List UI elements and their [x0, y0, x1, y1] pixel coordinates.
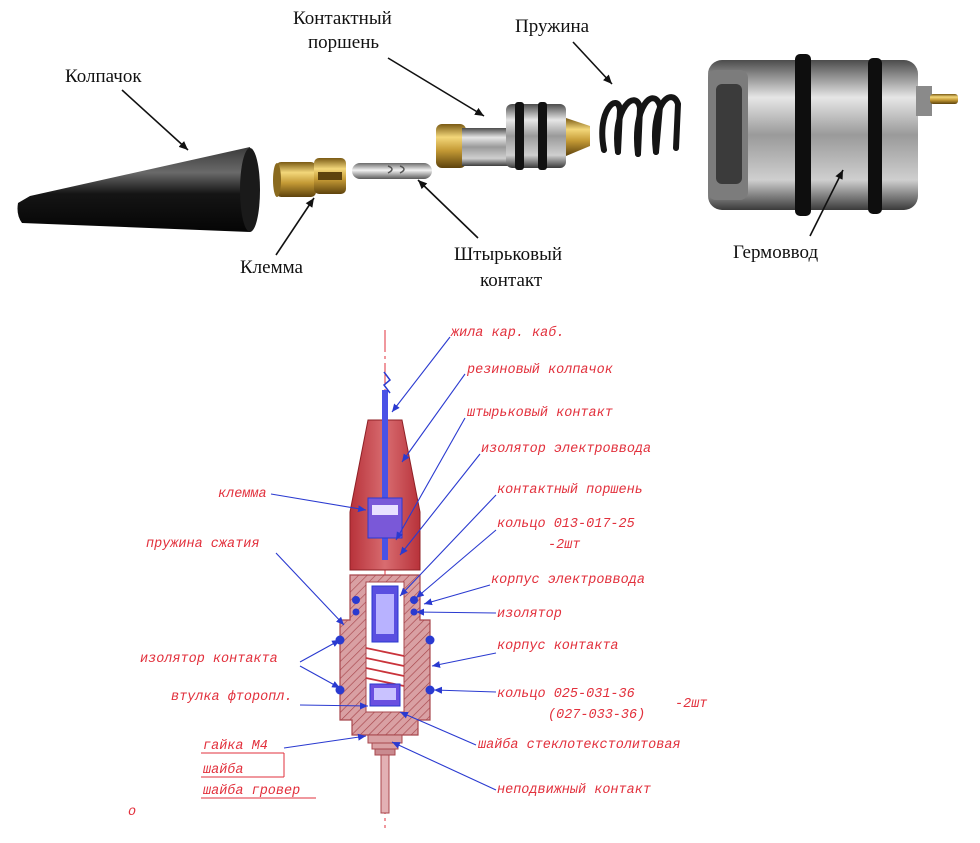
label-ring2-count: -2шт — [675, 697, 707, 712]
section-drawing: жила кар. каб. резиновый колпачок штырьк… — [128, 326, 707, 828]
label-piston-line2: поршень — [308, 32, 379, 53]
label-pin-contact: штырьковый контакт — [466, 406, 613, 421]
label-contact-insulator: изолятор контакта — [140, 652, 278, 667]
photo-exploded-view: Колпачок Контактный поршень Пружина Клем… — [17, 8, 958, 291]
label-cap: Колпачок — [65, 66, 142, 87]
label-pin-line1: Штырьковый — [454, 244, 562, 265]
label-cable-core: жила кар. каб. — [450, 326, 564, 341]
label-ring1-line2: -2шт — [548, 538, 580, 553]
label-contact-piston: контактный поршень — [497, 483, 643, 498]
label-terminal-cad: клемма — [218, 487, 267, 502]
label-feed-insulator: изолятор электроввода — [481, 442, 651, 457]
label-piston-line1: Контактный — [293, 8, 392, 29]
label-spring: Пружина — [515, 16, 590, 37]
label-feed-body: корпус электроввода — [491, 573, 645, 588]
pin-contact-part — [352, 163, 432, 179]
label-grover: шайба гровер — [202, 784, 300, 799]
label-rubber-cap: резиновый колпачок — [466, 363, 613, 378]
label-ring2-line1: кольцо 025-031-36 — [497, 687, 635, 702]
contact-piston-part — [436, 102, 590, 170]
leader-lines — [270, 336, 497, 791]
label-washer-textolite: шайба стеклотекстолитовая — [477, 738, 681, 753]
label-ring1-line1: кольцо 013-017-25 — [497, 517, 635, 532]
spring-shape — [365, 647, 405, 687]
label-fixed-contact: неподвижный контакт — [497, 783, 651, 798]
label-insulator: изолятор — [497, 607, 562, 622]
label-spring-cad: пружина сжатия — [146, 537, 259, 552]
photo-arrows — [121, 41, 844, 256]
terminal-part — [273, 158, 346, 197]
label-terminal: Клемма — [240, 257, 304, 278]
label-washer: шайба — [202, 763, 244, 778]
spring-part — [599, 94, 682, 157]
terminal-shape — [367, 497, 403, 539]
feedthrough-part — [708, 54, 958, 216]
fixed-contact-shape — [380, 754, 390, 814]
o-rings — [335, 596, 435, 695]
cap-part — [17, 147, 260, 232]
label-ring2-line2: (027-033-36) — [548, 708, 645, 723]
label-pin-line2: контакт — [480, 270, 543, 291]
corner-mark: o — [128, 805, 136, 820]
label-feedthrough: Гермоввод — [733, 242, 818, 263]
label-ptfe-sleeve: втулка фторопл. — [171, 690, 293, 705]
label-nut: гайка М4 — [203, 739, 268, 754]
label-contact-body: корпус контакта — [497, 639, 619, 654]
